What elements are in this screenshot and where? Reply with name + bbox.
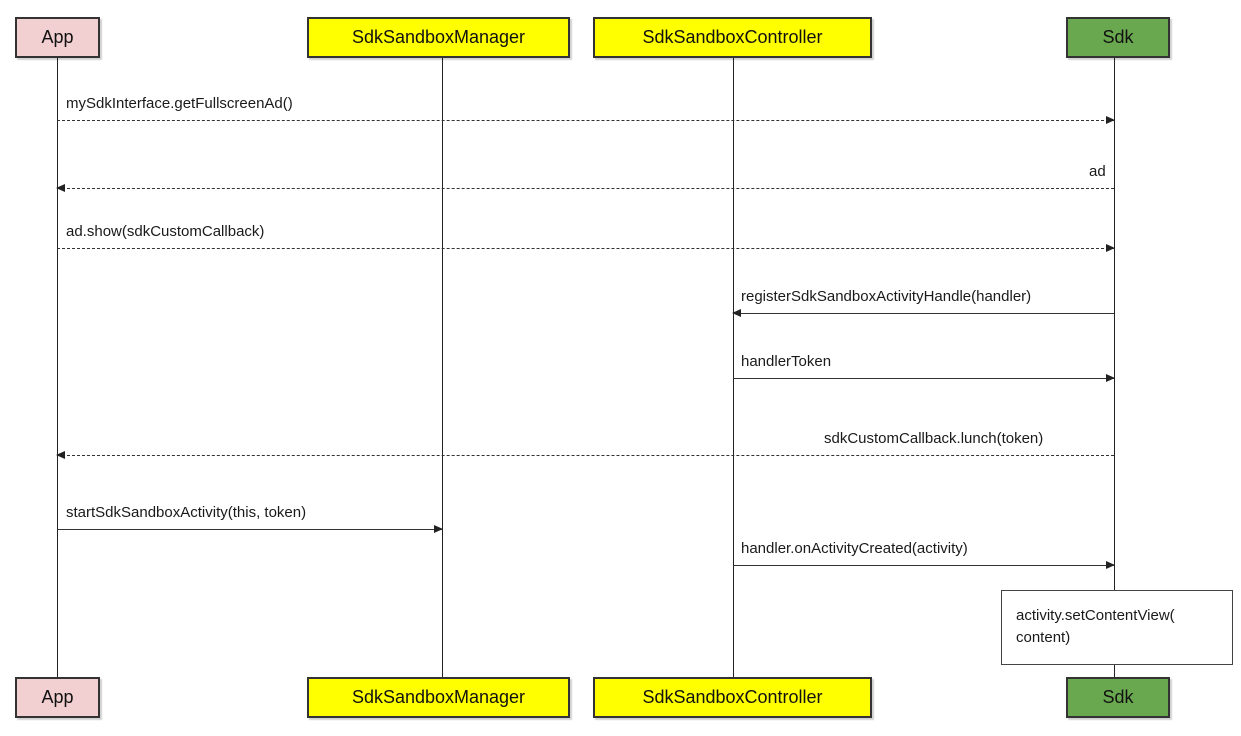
message-label-7: startSdkSandboxActivity(this, token) xyxy=(66,504,307,521)
participant-label-sdk-footer: Sdk xyxy=(1102,687,1134,707)
participant-label-sdk: Sdk xyxy=(1102,27,1134,47)
message-line-6 xyxy=(57,455,1114,456)
lifeline-line-controller xyxy=(733,58,734,677)
participant-label-app-footer: App xyxy=(41,687,74,707)
participant-footer-sdk[interactable]: Sdk xyxy=(1066,677,1170,718)
message-label-8: handler.onActivityCreated(activity) xyxy=(741,540,968,557)
message-label-3: ad.show(sdkCustomCallback) xyxy=(66,223,265,240)
message-label-4: registerSdkSandboxActivityHandle(handler… xyxy=(741,288,1032,305)
participant-label-manager: SdkSandboxManager xyxy=(351,27,526,47)
message-label-1: mySdkInterface.getFullscreenAd() xyxy=(66,95,293,112)
message-line-2 xyxy=(57,188,1114,189)
lifeline-line-app xyxy=(57,58,58,677)
participant-header-manager[interactable]: SdkSandboxManager xyxy=(307,17,570,58)
participant-label-manager-footer: SdkSandboxManager xyxy=(351,687,526,707)
participant-footer-controller[interactable]: SdkSandboxController xyxy=(593,677,872,718)
participant-header-sdk[interactable]: Sdk xyxy=(1066,17,1170,58)
arrowhead-right-icon xyxy=(1106,373,1115,382)
message-line-5 xyxy=(733,378,1114,379)
message-label-2: ad xyxy=(1089,163,1106,180)
message-line-8 xyxy=(733,565,1114,566)
lifeline-line-sdk xyxy=(1114,58,1115,677)
arrowhead-right-icon xyxy=(1106,243,1115,252)
note-set-content-view[interactable]: activity.setContentView( content) xyxy=(1001,590,1233,665)
arrowhead-right-icon xyxy=(1106,115,1115,124)
message-label-5: handlerToken xyxy=(741,353,832,370)
arrowhead-left-icon xyxy=(56,183,65,192)
participant-header-controller[interactable]: SdkSandboxController xyxy=(593,17,872,58)
arrowhead-right-icon xyxy=(1106,560,1115,569)
participant-label-app: App xyxy=(41,27,74,47)
arrowhead-right-icon xyxy=(434,524,443,533)
message-line-3 xyxy=(57,248,1114,249)
participant-footer-manager[interactable]: SdkSandboxManager xyxy=(307,677,570,718)
message-label-6: sdkCustomCallback.lunch(token) xyxy=(824,430,1044,447)
participant-label-controller-footer: SdkSandboxController xyxy=(642,687,823,707)
note-line-2: content) xyxy=(1016,628,1071,646)
participant-label-controller: SdkSandboxController xyxy=(642,27,823,47)
arrowhead-left-icon xyxy=(56,450,65,459)
lifeline-line-manager xyxy=(442,58,443,677)
arrowhead-left-icon xyxy=(732,308,741,317)
participant-footer-app[interactable]: App xyxy=(15,677,100,718)
participant-header-app[interactable]: App xyxy=(15,17,100,58)
note-line-1: activity.setContentView( xyxy=(1016,607,1175,624)
message-line-7 xyxy=(57,529,442,530)
message-line-1 xyxy=(57,120,1114,121)
message-line-4 xyxy=(733,313,1114,314)
